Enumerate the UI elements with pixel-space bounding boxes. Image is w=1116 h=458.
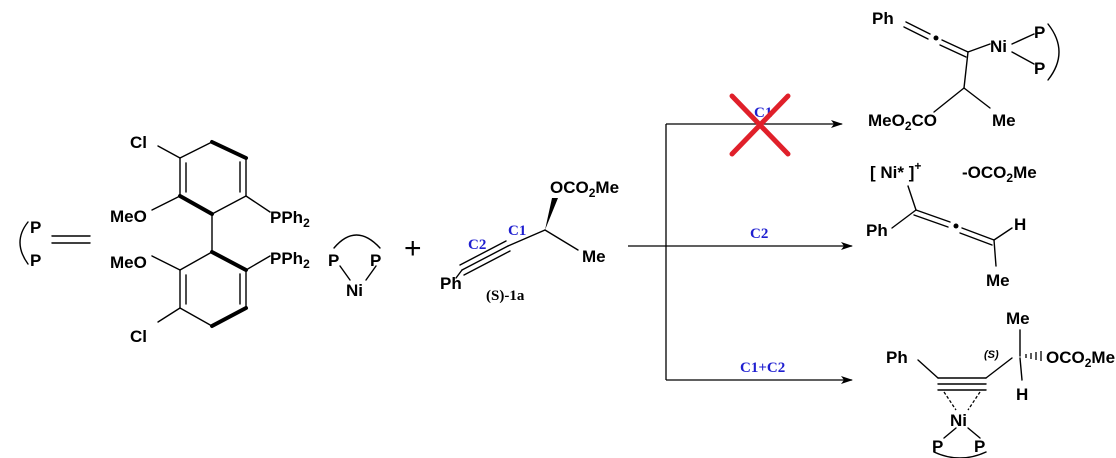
legend-p-top: P xyxy=(30,218,41,237)
ligand-meo-top: MeO xyxy=(110,207,147,226)
pt-ph: Ph xyxy=(872,9,894,28)
ligand-cl-top: Cl xyxy=(130,133,147,152)
pb-p-right: P xyxy=(974,437,985,456)
pm-counterion: -OCO2Me xyxy=(962,163,1037,185)
biaryl-ligand-structure: Cl MeO PPh2 MeO PPh2 Cl xyxy=(110,133,310,346)
ligand-pph2-bottom: PPh2 xyxy=(270,249,310,271)
arrow-middle-label: C2 xyxy=(750,226,768,242)
pb-stereo: (S) xyxy=(984,349,999,361)
catalyst-p-right: P xyxy=(370,251,381,270)
pb-oco2me: OCO2Me xyxy=(1046,348,1115,370)
reaction-arrows: C1 C2 C1+C2 xyxy=(628,93,853,384)
pt-p-bottom: P xyxy=(1034,59,1045,78)
pb-ph: Ph xyxy=(886,348,908,367)
pm-h: H xyxy=(1014,215,1026,234)
substrate-me: Me xyxy=(582,247,606,266)
ligand-legend: P P xyxy=(19,218,91,270)
catalyst-p-left: P xyxy=(328,251,339,270)
pm-ni-bracket: [ Ni* ]+ xyxy=(870,159,921,182)
plus-sign: + xyxy=(404,232,422,265)
pt-me: Me xyxy=(992,111,1016,130)
pt-p-top: P xyxy=(1034,23,1045,42)
ligand-cl-bottom: Cl xyxy=(130,327,147,346)
substrate-ph: Ph xyxy=(440,274,462,293)
ni-catalyst: P P Ni xyxy=(328,234,381,300)
product-bottom-alkyne-nickel: Ph (S) Me OCO2Me H Ni P P xyxy=(886,309,1115,458)
substrate-c1-label: C1 xyxy=(508,223,526,239)
legend-p-bottom: P xyxy=(30,251,41,270)
product-top-allenyl-nickel: Ph Ni P P Me MeO2CO xyxy=(868,9,1060,133)
substrate-ocoome: OCO2Me xyxy=(550,178,619,200)
catalyst-ni: Ni xyxy=(346,281,363,300)
pt-ni: Ni xyxy=(990,37,1007,56)
pb-h: H xyxy=(1016,385,1028,404)
pb-p-left: P xyxy=(932,437,943,456)
ligand-pph2-top: PPh2 xyxy=(270,208,310,230)
product-middle-allenyl-cation: [ Ni* ]+ -OCO2Me Ph H Me xyxy=(866,159,1037,290)
pm-me: Me xyxy=(986,271,1010,290)
arrow-bottom-label: C1+C2 xyxy=(740,360,785,376)
substrate-c2-label: C2 xyxy=(468,237,486,253)
blocked-pathway-cross xyxy=(729,93,791,157)
substrate-name: (S)-1a xyxy=(486,288,525,304)
pm-ph: Ph xyxy=(866,221,888,240)
ligand-meo-bottom: MeO xyxy=(110,253,147,272)
substrate-s-1a: OCO2Me Me C1 C2 Ph (S)-1a xyxy=(440,178,619,304)
pb-ni: Ni xyxy=(950,411,967,430)
pt-meo2co: MeO2CO xyxy=(868,111,937,133)
pb-me: Me xyxy=(1006,309,1030,328)
